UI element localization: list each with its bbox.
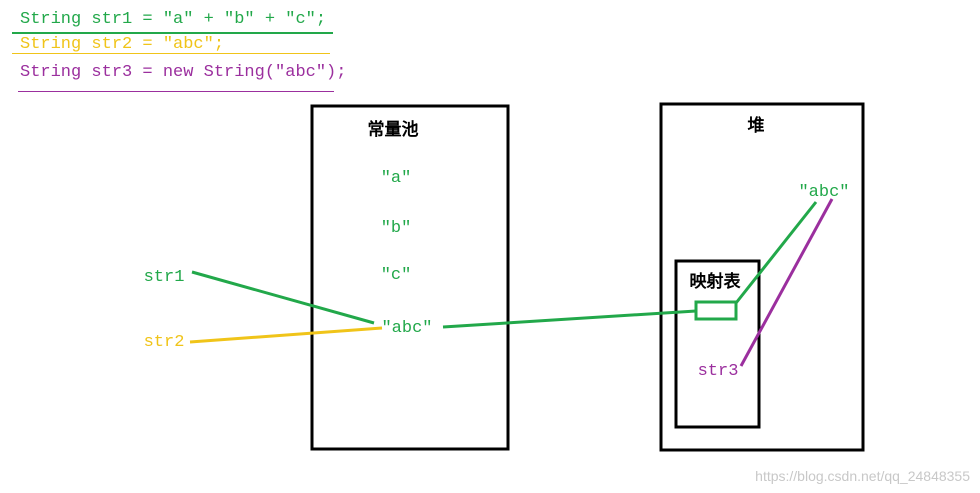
str3-label: str3 bbox=[698, 362, 739, 381]
pool-item-c: "c" bbox=[381, 266, 412, 285]
heap-title: 堆 bbox=[748, 115, 765, 136]
constant-pool-title: 常量池 bbox=[368, 119, 419, 140]
code-line-str2: String str2 = "abc"; bbox=[20, 35, 225, 54]
str3-connector bbox=[739, 198, 834, 367]
pool-item-b: "b" bbox=[381, 219, 412, 238]
mapping-table-title: 映射表 bbox=[690, 271, 742, 292]
mapping-to-heap-object-connector bbox=[734, 201, 818, 304]
str1-label: str1 bbox=[144, 268, 185, 287]
code-underline-green bbox=[12, 32, 333, 34]
code-line-str3: String str3 = new String("abc"); bbox=[20, 63, 347, 82]
pool-item-abc: "abc" bbox=[381, 319, 432, 338]
str2-label: str2 bbox=[144, 333, 185, 352]
watermark: https://blog.csdn.net/qq_24848355 bbox=[755, 468, 970, 484]
heap-object-abc: "abc" bbox=[798, 183, 849, 202]
mapping-entry-box bbox=[694, 300, 738, 321]
code-line-str1: String str1 = "a" + "b" + "c"; bbox=[20, 10, 327, 29]
pool-item-a: "a" bbox=[381, 169, 412, 188]
code-underline-purple bbox=[18, 91, 334, 92]
str2-connector bbox=[189, 326, 383, 344]
mapping-table-box bbox=[674, 259, 761, 429]
pool-to-mapping-connector bbox=[442, 309, 697, 329]
str1-connector bbox=[191, 270, 375, 325]
code-underline-yellow bbox=[12, 53, 330, 54]
constant-pool-box bbox=[310, 104, 510, 451]
heap-box bbox=[659, 102, 865, 452]
